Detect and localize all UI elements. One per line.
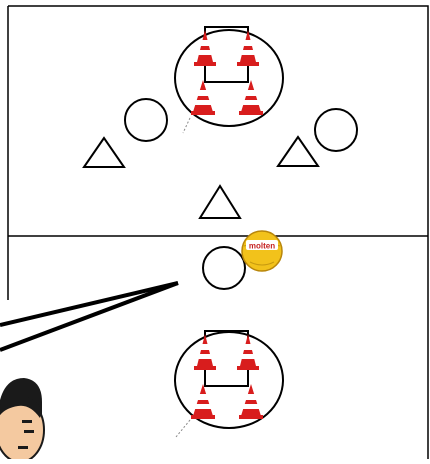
bottom-goal-zone <box>175 331 283 437</box>
cone-icon <box>237 334 259 370</box>
defender-circle-icon <box>315 109 357 151</box>
cone-icon <box>191 80 215 115</box>
defender-circle-icon <box>203 247 245 289</box>
cone-icon <box>191 384 215 419</box>
top-zone-pointer-line <box>183 118 190 133</box>
bottom-zone-pointer-line <box>176 420 190 437</box>
bottom-zone-ellipse-icon <box>175 332 283 428</box>
ball-icon: molten <box>242 231 282 271</box>
speech-pointer-line <box>0 283 178 325</box>
cone-icon <box>239 80 263 115</box>
attacker-triangle-icon <box>84 138 124 167</box>
attacker-triangle-icon <box>200 186 240 218</box>
speech-pointer-line <box>0 283 178 350</box>
cone-icon <box>194 30 216 66</box>
coach-person-icon <box>0 378 44 459</box>
cone-icon <box>239 384 263 419</box>
field-boundary-top-right <box>8 6 428 459</box>
top-goal-zone <box>175 27 283 133</box>
cone-icon <box>194 334 216 370</box>
ball-brand-label: molten <box>249 242 275 251</box>
attacker-triangle-icon <box>278 137 318 166</box>
defender-circle-icon <box>125 99 167 141</box>
